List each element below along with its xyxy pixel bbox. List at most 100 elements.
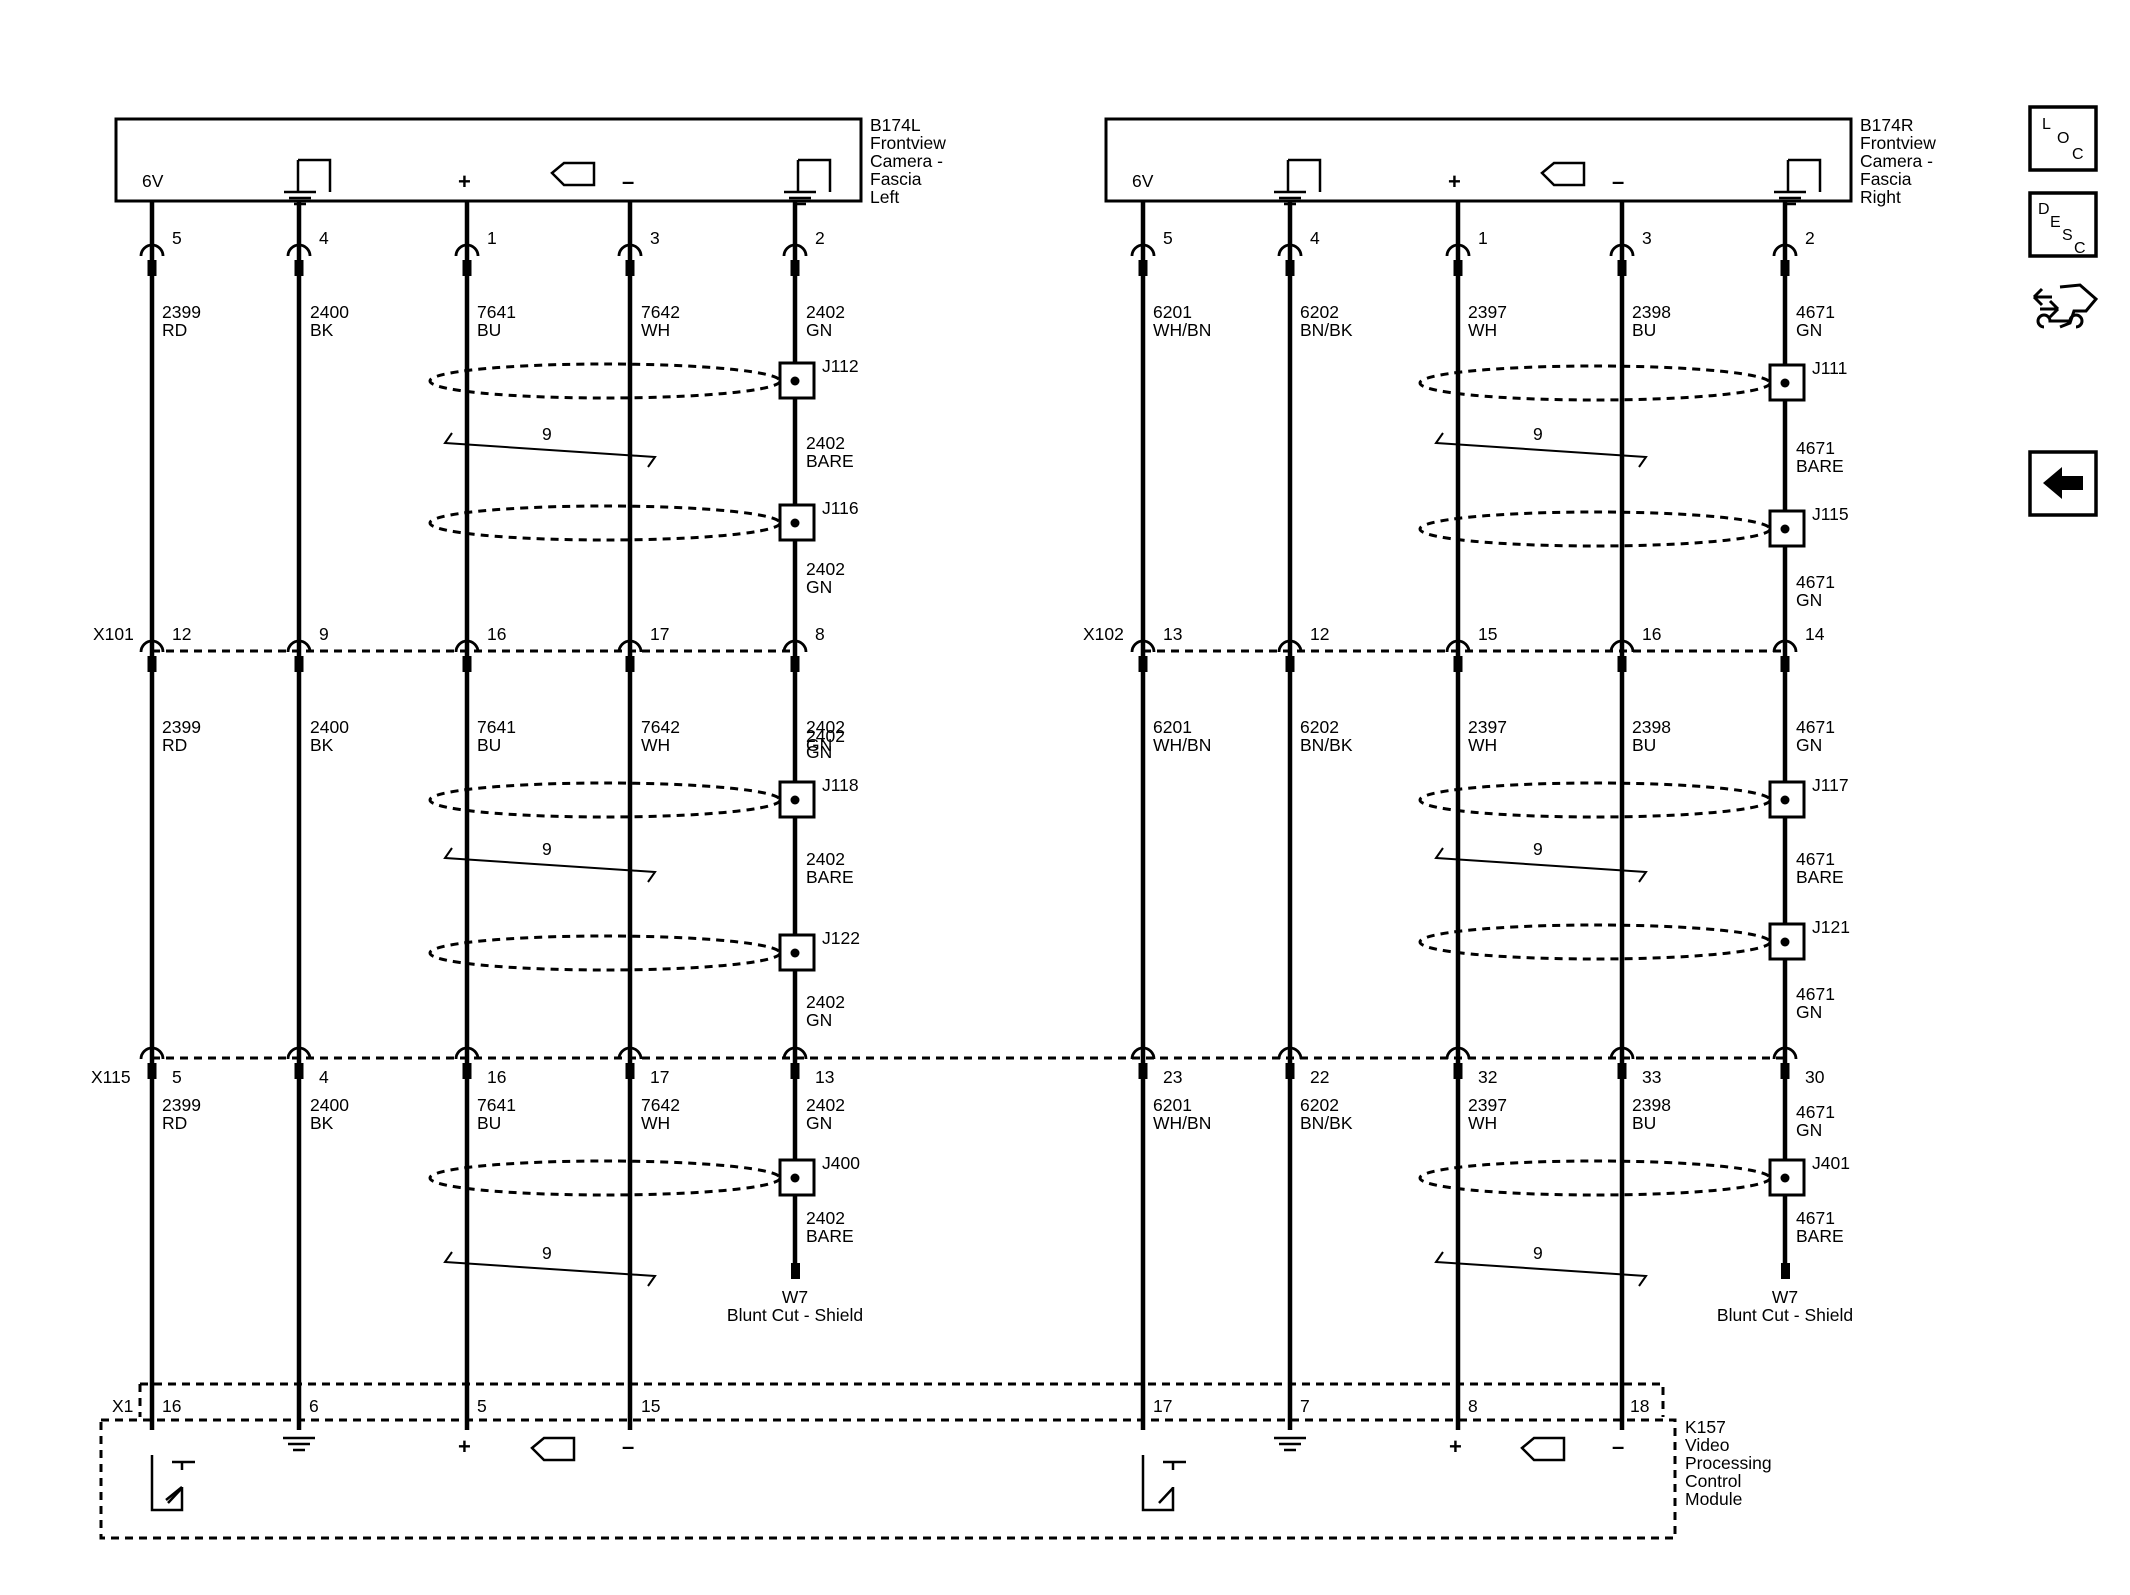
- drain-circuit: 4671: [1796, 984, 1835, 1004]
- twisted-pair-markers: 9 9 9 9 9 9: [443, 424, 1648, 1287]
- drain-color: GN: [806, 1010, 832, 1030]
- splice-label: J122: [822, 928, 860, 948]
- terminal-male: [1453, 260, 1463, 276]
- wire-color: BK: [310, 1113, 334, 1133]
- wires: [149, 200, 1788, 1430]
- pin-number: 3: [1642, 228, 1652, 248]
- terminal-male: [147, 1063, 157, 1079]
- circuit-number: 7641: [477, 717, 516, 737]
- terminal-male: [147, 656, 157, 672]
- connector-x115-label: X115: [91, 1067, 131, 1087]
- terminal-female: [782, 639, 808, 653]
- ground-icon: [1774, 158, 1822, 206]
- terminal-male: [790, 260, 800, 276]
- connector-lines: [152, 649, 1785, 1060]
- pin-labels: 5 4 1 3 2 5 4 1 3 2 12 9 16 17 8 13 12 1…: [162, 228, 1825, 1416]
- terminal-male: [625, 260, 635, 276]
- voltage-label: 6V: [1132, 171, 1154, 191]
- loc-button-frame[interactable]: [2028, 105, 2098, 172]
- twist-count: 9: [542, 1243, 552, 1263]
- shield-ellipse: [1418, 781, 1772, 819]
- circuit-number: 2402: [806, 1095, 845, 1115]
- pin-number: 18: [1630, 1396, 1649, 1416]
- plus-sign: +: [1449, 1434, 1462, 1459]
- loc-button[interactable]: L O C: [2028, 105, 2098, 172]
- pin-number: 5: [1163, 228, 1173, 248]
- module-k157-outline: [99, 1418, 1677, 1540]
- plus-sign: +: [458, 1434, 471, 1459]
- pin-number: 7: [1300, 1396, 1310, 1416]
- module-line: Fascia: [870, 169, 922, 189]
- wire-color: GN: [1796, 1120, 1822, 1140]
- pin-number: 15: [641, 1396, 660, 1416]
- shield-ellipse: [428, 504, 782, 542]
- circuit-number: 4671: [1796, 302, 1835, 322]
- pin-number: 3: [650, 228, 660, 248]
- drain-circuit: 4671: [1796, 849, 1835, 869]
- splice-label: J118: [822, 775, 859, 795]
- wire-color: WH: [641, 735, 670, 755]
- twist-marker: 9: [443, 1243, 657, 1287]
- wire-labels-segment-2: 2399 RD 2400 BK 7641 BU 7642 WH 2402 GN …: [162, 717, 1835, 762]
- terminal-female: [1130, 243, 1156, 257]
- circuit-number: 2399: [162, 302, 201, 322]
- module-line: Frontview: [1860, 133, 1936, 153]
- desc-button[interactable]: D E S C: [2028, 191, 2098, 258]
- wire-color: RD: [162, 1113, 187, 1133]
- wire-color: WH/BN: [1153, 735, 1211, 755]
- shield-end-left: W7 Blunt Cut - Shield: [727, 1263, 863, 1325]
- shield-drain-labels: 2402 BARE 2402 GN 2402 BARE 2402 GN 2402…: [806, 433, 1844, 1246]
- terminal-female: [782, 1046, 808, 1060]
- drain-circuit: 4671: [1796, 1208, 1835, 1228]
- splice-label: J115: [1812, 504, 1849, 524]
- splice-j112: J112: [778, 356, 859, 400]
- wire-color: GN: [806, 735, 832, 755]
- shield-ellipse: [1418, 1159, 1772, 1197]
- shield-ellipse: [428, 781, 782, 819]
- drain-color: BARE: [1796, 867, 1844, 887]
- diagnostic-connector-icon[interactable]: [2032, 283, 2099, 329]
- connector-x101-label: X101: [93, 624, 134, 644]
- drain-circuit: 2402: [806, 559, 845, 579]
- terminal-female: [1772, 1046, 1798, 1060]
- pin-number: 1: [1478, 228, 1488, 248]
- splice-j118: J118: [778, 775, 859, 819]
- terminal-male: [147, 260, 157, 276]
- splice-label: J116: [822, 498, 859, 518]
- circuit-number: 2398: [1632, 1095, 1671, 1115]
- circuit-number: 2400: [310, 1095, 349, 1115]
- wire-color: WH: [641, 320, 670, 340]
- pin-number: 8: [815, 624, 825, 644]
- module-line: Camera -: [870, 151, 943, 171]
- twist-count: 9: [1533, 839, 1543, 859]
- terminal-female: [1609, 639, 1635, 653]
- terminal-female: [139, 1046, 165, 1060]
- terminal-markers: [139, 243, 1798, 1079]
- drain-circuit: 2402: [806, 433, 845, 453]
- wire-color: BU: [1632, 1113, 1656, 1133]
- pin-number: 30: [1805, 1067, 1825, 1087]
- terminal-female: [1772, 639, 1798, 653]
- back-arrow-icon[interactable]: [2028, 450, 2098, 517]
- wire-color: BU: [477, 320, 501, 340]
- wire-color: GN: [806, 1113, 832, 1133]
- terminal-male: [625, 656, 635, 672]
- splice-j117: J117: [1768, 775, 1849, 819]
- shield-ellipse: [428, 362, 782, 400]
- terminal-male: [1138, 260, 1148, 276]
- pin-number: 1: [487, 228, 497, 248]
- module-b174r-box: [1104, 117, 1853, 203]
- ground-icon: [784, 158, 832, 206]
- circuit-number: 4671: [1796, 717, 1835, 737]
- ground-icon: [284, 158, 332, 206]
- nav-letter: L: [2042, 116, 2051, 133]
- wire-color: RD: [162, 735, 187, 755]
- circuit-number: 6201: [1153, 717, 1192, 737]
- nav-letter: D: [2038, 201, 2050, 218]
- terminal-male: [790, 656, 800, 672]
- desc-button-frame[interactable]: [2028, 191, 2098, 258]
- wire-labels-segment-1: 2399 RD 2400 BK 7641 BU 7642 WH 2402 GN …: [162, 302, 1835, 340]
- terminal-female: [1130, 639, 1156, 653]
- module-ref: B174L: [870, 115, 921, 135]
- terminal-male: [462, 656, 472, 672]
